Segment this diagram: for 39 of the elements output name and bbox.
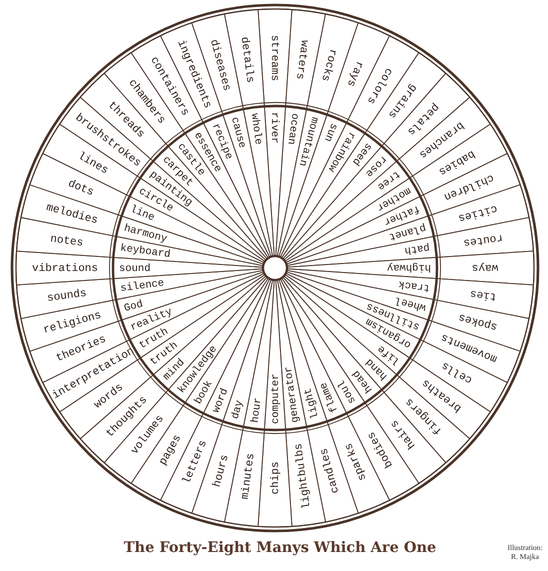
- ring-word: notes: [50, 233, 84, 250]
- ring-word: whole: [248, 112, 264, 146]
- ring-word: lightbulbs: [293, 442, 314, 510]
- ring-word: vibrations: [32, 262, 98, 275]
- ring-word: candles: [318, 446, 342, 494]
- ring-word: God: [122, 298, 144, 315]
- ring-word: waters: [292, 39, 310, 80]
- ring-word: ties: [469, 286, 498, 302]
- ring-word: ways: [472, 261, 498, 274]
- ring-segment: [258, 429, 292, 528]
- ring-word: spokes: [457, 310, 499, 332]
- ring-word: silence: [120, 277, 165, 296]
- ring-word: computer: [270, 374, 282, 424]
- ring-word: highway: [386, 261, 431, 274]
- ring-word: sounds: [46, 288, 88, 305]
- ring-word: ocean: [284, 112, 300, 146]
- ring-word: river: [268, 112, 280, 144]
- ring-word: routes: [462, 231, 504, 248]
- ring-word: light: [302, 386, 322, 420]
- ring-word: hours: [212, 454, 232, 489]
- ring-word: rocks: [318, 47, 338, 82]
- ring-word: chips: [270, 462, 282, 494]
- ring-word: cities: [456, 202, 498, 224]
- ring-word: generator: [282, 366, 302, 424]
- ring-word: track: [398, 277, 431, 294]
- ring-word: minutes: [240, 452, 258, 500]
- ring-word: diseases: [207, 38, 232, 92]
- ring-word: path: [404, 240, 430, 256]
- ring-word: keyboard: [119, 242, 171, 261]
- ring-word: day: [230, 399, 246, 420]
- ring-word: sound: [119, 262, 151, 275]
- title: The Forty-Eight Manys Which Are One: [124, 539, 436, 556]
- ring-word: dots: [66, 178, 96, 200]
- ring-word: streams: [268, 34, 280, 82]
- ring-word: cause: [228, 116, 248, 150]
- ring-word: hour: [250, 397, 265, 424]
- ring-segment: [436, 250, 534, 286]
- ring-word: details: [238, 36, 256, 84]
- ring-word: rays: [344, 59, 366, 88]
